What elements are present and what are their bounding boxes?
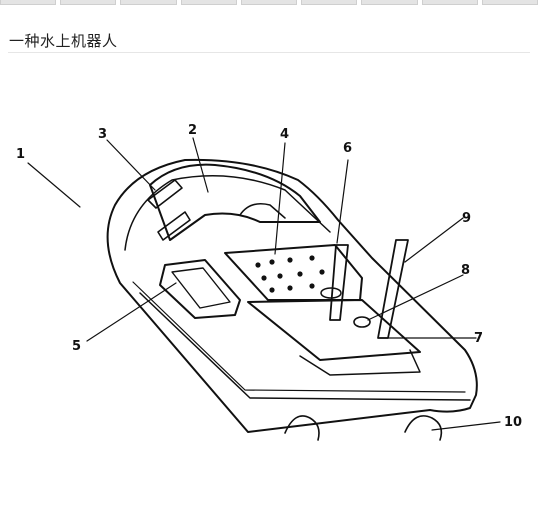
hull-rim <box>124 175 331 251</box>
hull-outline <box>106 158 478 433</box>
label-1: 1 <box>16 147 25 162</box>
label-5: 5 <box>72 339 81 354</box>
tab-7[interactable] <box>361 0 418 5</box>
label-2: 2 <box>188 123 197 138</box>
bow-cover <box>149 163 321 241</box>
tab-4[interactable] <box>180 0 237 5</box>
label-10: 10 <box>504 415 522 430</box>
fixture-8 <box>353 316 371 328</box>
deck-plate-holes <box>255 255 325 293</box>
tab-3[interactable] <box>120 0 177 5</box>
side-compartment <box>159 259 241 319</box>
label-6: 6 <box>343 141 352 156</box>
tab-1[interactable] <box>0 0 57 5</box>
top-tab-strip <box>0 0 538 6</box>
stern-step <box>299 349 421 376</box>
antenna-6 <box>329 244 349 321</box>
deck-plate <box>224 244 363 301</box>
hull-side-stripe-2 <box>132 281 466 393</box>
label-3: 3 <box>98 127 107 142</box>
stern-notch-right <box>404 415 443 441</box>
stern-panel <box>247 299 421 361</box>
tab-2[interactable] <box>60 0 117 5</box>
tab-6[interactable] <box>301 0 358 5</box>
tab-5[interactable] <box>240 0 298 5</box>
bow-cover-notch <box>239 203 286 219</box>
label-9: 9 <box>462 211 471 226</box>
tab-9[interactable] <box>481 0 538 5</box>
antenna-6-base <box>320 287 342 299</box>
label-7: 7 <box>474 331 483 346</box>
side-compartment-inner <box>171 267 231 309</box>
label-8: 8 <box>461 263 470 278</box>
document-title: 一种水上机器人 <box>9 32 118 50</box>
leader-lines <box>27 137 501 431</box>
handle <box>147 179 191 241</box>
label-4: 4 <box>280 127 289 142</box>
title-divider <box>8 52 530 53</box>
stern-notch-left <box>284 415 320 441</box>
hull-side-stripe <box>139 292 471 401</box>
tab-8[interactable] <box>421 0 478 5</box>
